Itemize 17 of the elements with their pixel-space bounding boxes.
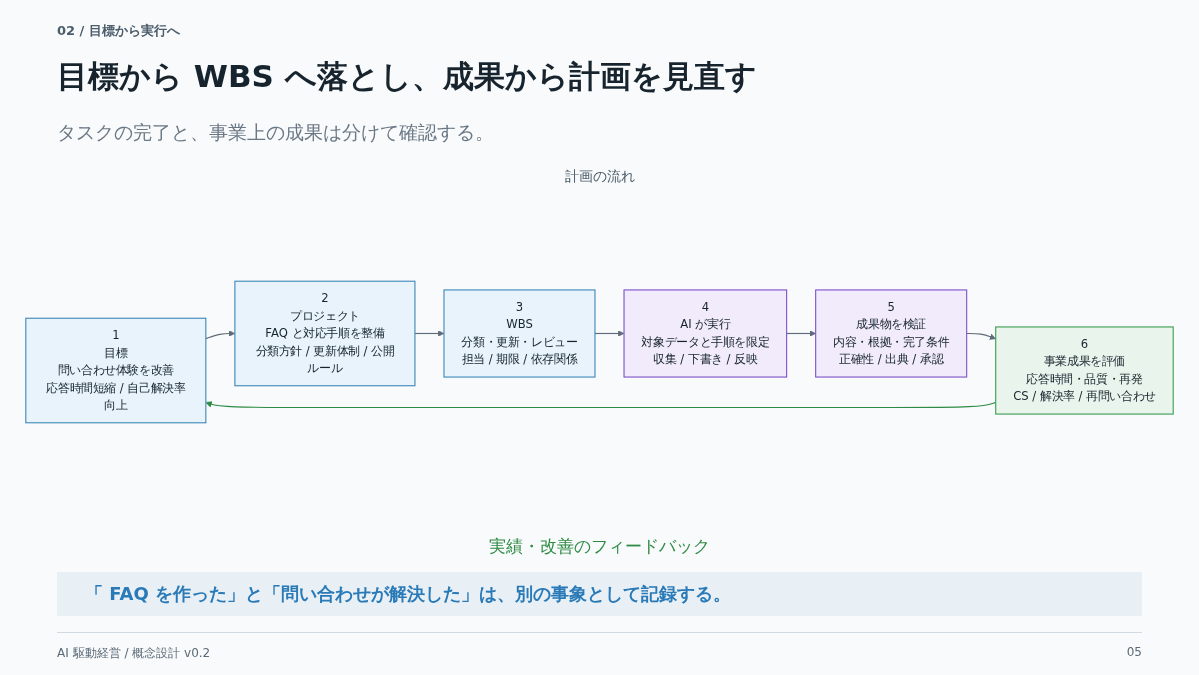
- subtitle: タスクの完了と、事業上の成果は分けて確認する。: [57, 120, 494, 145]
- node-box: 5 成果物を検証 内容・根拠・完了条件 正確性 / 出典 / 承認: [815, 289, 968, 378]
- arrow: [786, 330, 816, 337]
- feedback-label: 実績・改善のフィードバック: [488, 535, 711, 558]
- node-box: 2 プロジェクト FAQ と対応手順を整備 分類方針 / 更新体制 / 公開ルール: [234, 280, 416, 387]
- arrow: [594, 330, 625, 337]
- node-box: 4 AI が実行 対象データと手順を限定 収集 / 下書き / 反映: [623, 289, 788, 378]
- arrow: [966, 332, 996, 340]
- bracket-label: 計画の流れ: [563, 168, 636, 186]
- slide-title: 目標から WBS へ落とし、成果から計画を見直す: [57, 57, 757, 96]
- node-box: 3 WBS 分類・更新・レビュー 担当 / 期限 / 依存関係: [443, 289, 596, 378]
- page-number: 05: [1126, 645, 1142, 659]
- note-banner: 「 FAQ を作った」と「問い合わせが解決した」は、別の事象として記録する。: [57, 572, 1142, 616]
- footer-text: AI 駆動経営 / 概念設計 v0.2: [57, 645, 211, 662]
- node-box: 1 目標 問い合わせ体験を改善 応答時間短縮 / 自己解決率向上: [25, 317, 207, 424]
- section-label: 02 / 目標から実行へ: [57, 22, 180, 40]
- node-box: 6 事業成果を評価 応答時間・品質・再発 CS / 解決率 / 再問い合わせ: [995, 326, 1174, 415]
